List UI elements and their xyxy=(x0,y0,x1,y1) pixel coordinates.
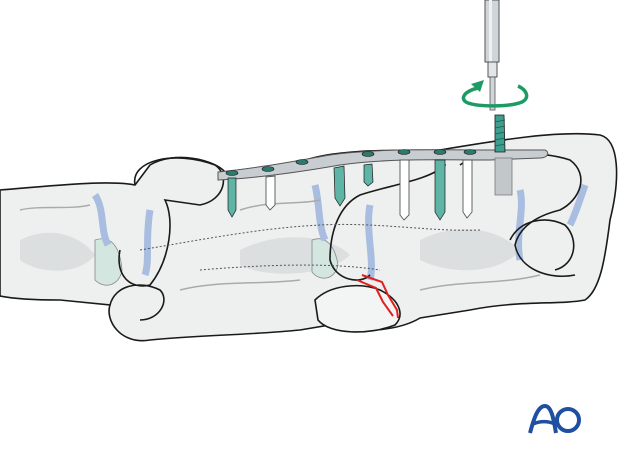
hidden-line-1 xyxy=(139,223,481,251)
screwdriver xyxy=(484,0,500,111)
talar-head-outline xyxy=(509,219,575,271)
joint-line-6 xyxy=(566,183,589,227)
contour-3 xyxy=(419,274,541,291)
hidden-line-2 xyxy=(199,264,381,271)
contour-4 xyxy=(239,199,321,211)
joint-line-1 xyxy=(91,193,112,247)
rotation-arrow-icon xyxy=(461,84,529,108)
screw-thread-lines xyxy=(494,119,506,147)
dorsal-plate xyxy=(217,149,549,181)
cortical-screws xyxy=(265,159,473,221)
ao-logo-icon xyxy=(528,403,581,434)
contour-2 xyxy=(179,279,301,291)
contour-1 xyxy=(19,204,91,211)
metatarsal-base-outline xyxy=(109,284,165,321)
joint-line-5 xyxy=(515,189,525,261)
rotation-arrowhead xyxy=(471,80,484,92)
fracture-line xyxy=(361,274,399,319)
joint-line-4 xyxy=(365,204,375,281)
bone-shade-3 xyxy=(420,229,520,271)
plate-screw-heads xyxy=(225,149,477,176)
fracture-line-2 xyxy=(356,279,394,317)
locking-screws xyxy=(227,159,446,221)
drill-guide xyxy=(494,157,513,196)
bone-shade-1 xyxy=(20,232,95,271)
joint-line-2 xyxy=(141,209,154,277)
joint-line-3 xyxy=(311,184,329,242)
cuboid-outline xyxy=(314,284,401,333)
